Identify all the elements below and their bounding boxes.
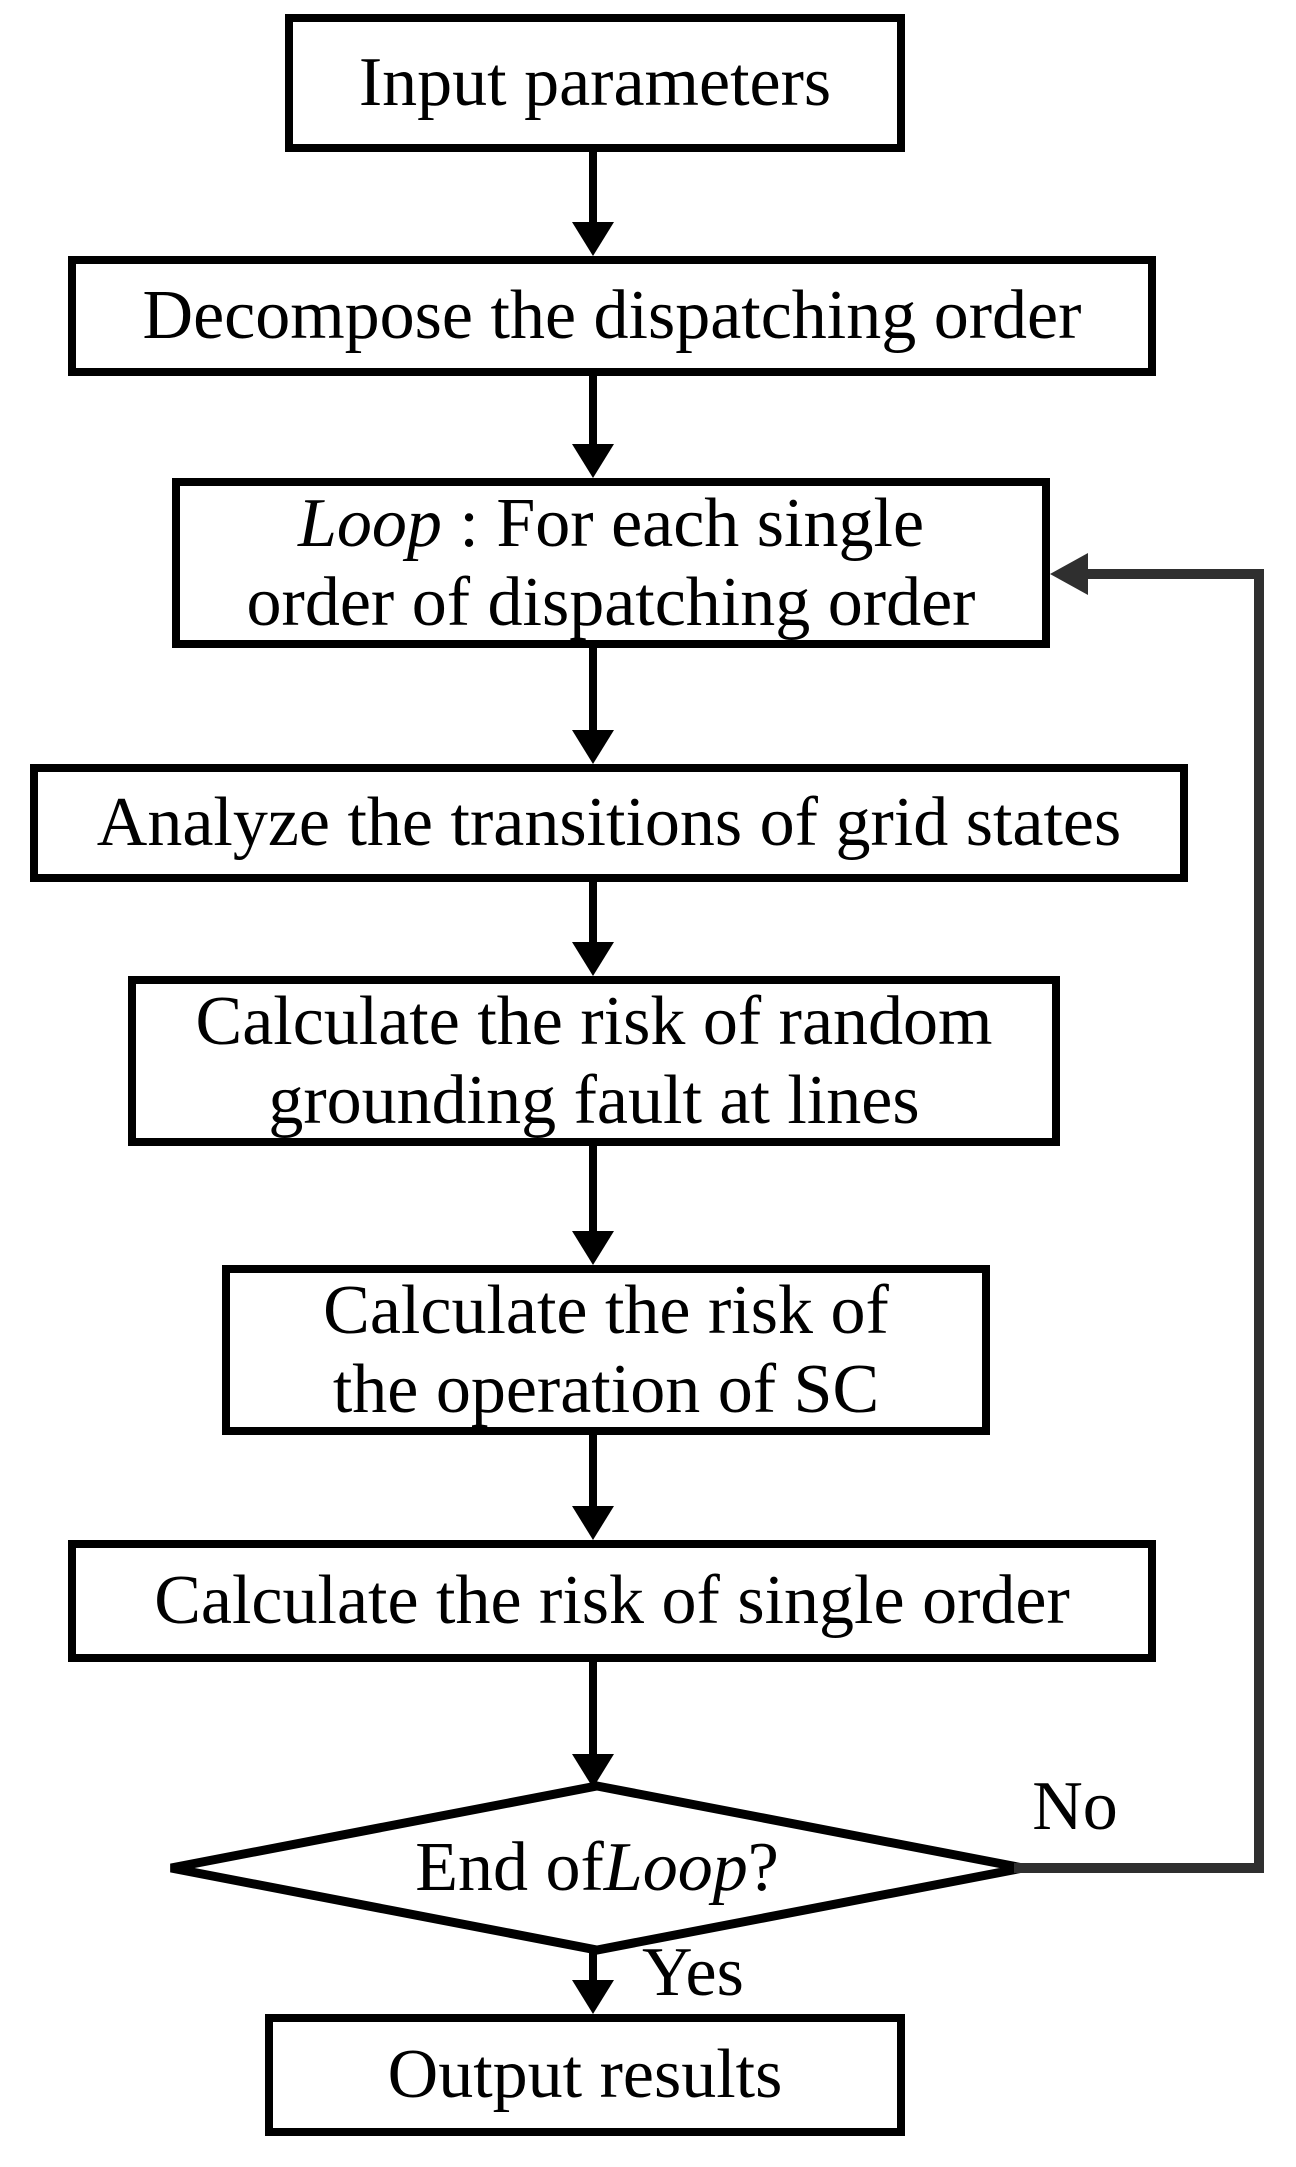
node-input-parameters: Input parameters — [285, 14, 905, 152]
arrow-risk-sc-to-risk-single-head — [572, 1506, 614, 1540]
arrow-input-to-decompose-head — [572, 222, 614, 256]
node-analyze-label: Analyze the transitions of grid states — [96, 784, 1122, 862]
arrow-decompose-to-loop-head — [572, 444, 614, 478]
node-decompose-label: Decompose the dispatching order — [142, 277, 1082, 355]
node-analyze-grid-states: Analyze the transitions of grid states — [30, 764, 1188, 882]
arrow-decision-to-output-head — [572, 1980, 614, 2014]
node-risk-sc-line1: Calculate the risk of — [323, 1271, 889, 1349]
feedback-no-line-right — [1254, 569, 1264, 1873]
arrow-risk-sc-to-risk-single-line — [589, 1435, 597, 1509]
node-risk-random-line2: grounding fault at lines — [268, 1062, 920, 1139]
feedback-no-line-bottom — [1014, 1863, 1264, 1873]
node-risk-single-label: Calculate the risk of single order — [154, 1562, 1070, 1640]
node-risk-single-order: Calculate the risk of single order — [68, 1540, 1156, 1662]
decision-text-after: ? — [747, 1829, 779, 1906]
arrow-input-to-decompose-line — [589, 152, 597, 226]
decision-end-of-loop: End of Loop ? — [165, 1780, 1029, 1956]
decision-text-before: End of — [415, 1829, 604, 1906]
arrow-loop-to-analyze-head — [572, 730, 614, 764]
node-input-parameters-label: Input parameters — [358, 44, 832, 122]
arrow-analyze-to-risk-random-head — [572, 942, 614, 976]
arrow-decompose-to-loop-line — [589, 376, 597, 448]
node-loop-for-each-single-order: Loop : For each single order of dispatch… — [172, 478, 1050, 648]
node-output-results: Output results — [265, 2014, 905, 2136]
decision-diamond-shape — [170, 1781, 1024, 1955]
arrow-risk-single-to-decision-head — [572, 1754, 614, 1788]
node-risk-operation-sc: Calculate the risk of the operation of S… — [222, 1265, 990, 1435]
node-risk-sc-line2: the operation of SC — [332, 1351, 880, 1428]
edge-label-yes: Yes — [642, 1934, 744, 2011]
arrow-decision-to-output-line — [589, 1948, 597, 1984]
edge-label-no: No — [1032, 1768, 1118, 1845]
arrow-risk-random-to-risk-sc-line — [589, 1146, 597, 1234]
arrow-risk-single-to-decision-line — [589, 1662, 597, 1756]
node-output-label: Output results — [387, 2036, 783, 2114]
node-loop-line1-rest: : For each single — [459, 484, 925, 562]
node-decompose-dispatching-order: Decompose the dispatching order — [68, 256, 1156, 376]
node-loop-italic-word: Loop — [297, 484, 442, 562]
arrow-risk-random-to-risk-sc-head — [572, 1231, 614, 1265]
node-risk-random-line1: Calculate the risk of random — [195, 982, 993, 1060]
arrow-loop-to-analyze-line — [589, 648, 597, 732]
node-loop-line1: Loop : For each single — [298, 484, 924, 563]
feedback-no-arrow-head — [1050, 553, 1088, 595]
decision-italic-word: Loop — [603, 1829, 748, 1906]
arrow-analyze-to-risk-random-line — [589, 882, 597, 946]
feedback-no-line-top — [1086, 569, 1258, 579]
node-loop-line2: order of dispatching order — [246, 564, 976, 641]
node-risk-random-grounding-fault: Calculate the risk of random grounding f… — [128, 976, 1060, 1146]
